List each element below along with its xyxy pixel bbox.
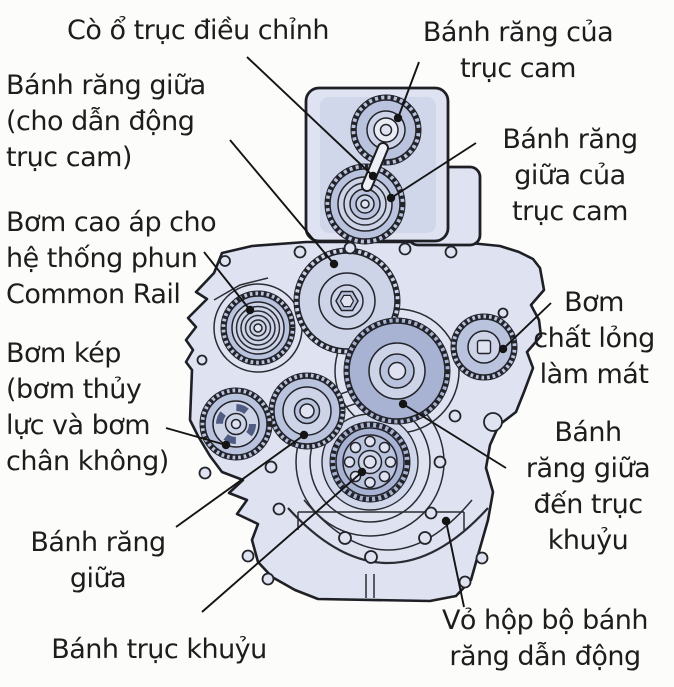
label-line: (cho dẫn động: [6, 106, 195, 137]
label-line: giữa của: [514, 160, 626, 191]
label-idler-to-crank: Bánh răng giữa đến trục khuỷu: [504, 415, 672, 559]
gear-idler-lower: [268, 372, 346, 450]
label-line: Cò ổ trục điều chỉnh: [67, 15, 329, 46]
label-cam-idler-gear: Bánh răng giữa của trục cam: [486, 122, 654, 230]
label-tandem-pump: Bơm kép (bơm thủy lực và bơm chân không): [6, 336, 226, 480]
label-gear-housing: Vỏ hộp bộ bánh răng dẫn động: [422, 603, 668, 675]
bolt-holes: [196, 241, 509, 589]
label-idler-gear-cam-drive: Bánh răng giữa (cho dẫn động trục cam): [6, 68, 256, 176]
label-line: răng giữa: [525, 453, 651, 484]
housing-bottom-flange: [287, 499, 489, 598]
label-line: khuỷu: [547, 525, 629, 556]
gear-hp-pump: [220, 290, 296, 366]
leader-lines: [165, 56, 552, 613]
label-line: trục cam: [460, 53, 576, 84]
gear-coolant-pump: [450, 313, 518, 381]
label-line: Vỏ hộp bộ bánh: [441, 605, 649, 636]
label-line: Bánh trục khuỷu: [51, 634, 267, 665]
label-adjuster-lever: Cò ổ trục điều chỉnh: [48, 13, 348, 49]
label-line: làm mát: [539, 359, 649, 390]
label-line: đến trục: [533, 489, 643, 520]
gear-camshaft: [350, 94, 422, 166]
label-line: Bơm: [564, 287, 624, 318]
gear-camshaft-idler: [324, 163, 406, 245]
label-idler-gear: Bánh răng giữa: [10, 525, 186, 597]
label-line: trục cam): [6, 142, 132, 173]
label-line: Bánh răng của: [422, 17, 614, 48]
label-line: răng dẫn động: [449, 641, 641, 672]
gear-main-idler: [293, 247, 401, 355]
label-hp-pump-common-rail: Bơm cao áp cho hệ thống phun Common Rail: [6, 205, 246, 313]
label-cam-gear: Bánh răng của trục cam: [398, 15, 638, 87]
label-line: trục cam: [512, 196, 628, 227]
gear-idler-to-crank: [343, 317, 451, 425]
label-line: Common Rail: [6, 279, 181, 310]
label-line: Bánh: [554, 417, 622, 448]
label-line: Bơm cao áp cho: [6, 207, 217, 238]
label-line: Bánh răng: [502, 124, 638, 155]
label-line: Bánh răng giữa: [6, 70, 206, 101]
label-line: lực và bơm: [6, 410, 151, 441]
label-coolant-pump: Bơm chất lỏng làm mát: [514, 285, 674, 393]
label-line: chân không): [6, 446, 169, 477]
label-line: hệ thống phun: [6, 243, 198, 274]
label-line: Bơm kép: [6, 338, 121, 369]
label-line: Bánh răng: [30, 527, 166, 558]
adjuster-link: [361, 142, 389, 192]
label-line: chất lỏng: [533, 323, 655, 354]
label-line: giữa: [69, 563, 127, 594]
label-line: (bơm thủy: [6, 374, 142, 405]
label-crank-gear: Bánh trục khuỷu: [28, 632, 290, 668]
